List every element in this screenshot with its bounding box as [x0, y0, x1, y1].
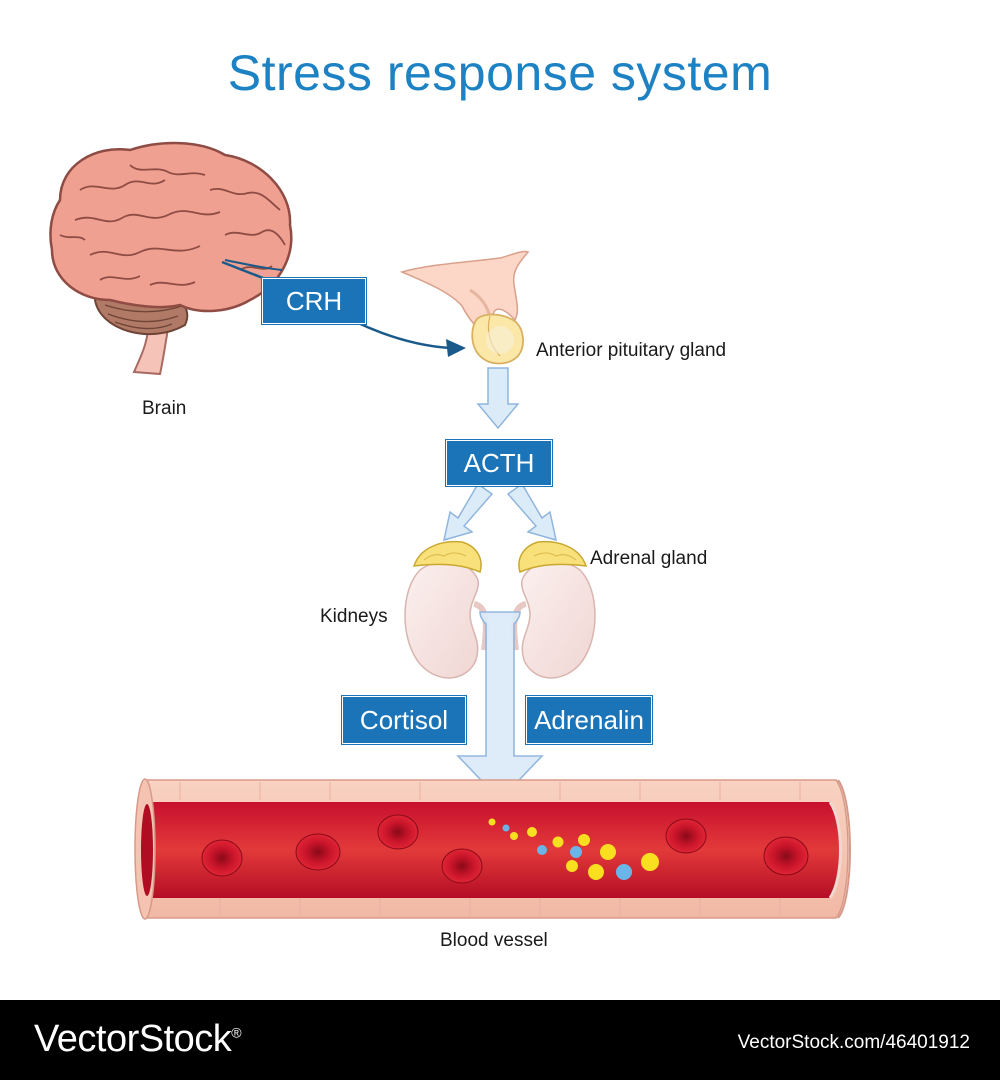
- label-brain: Brain: [142, 398, 187, 419]
- diagram-canvas: [49, 141, 851, 920]
- watermark-brand: VectorStock®: [34, 1018, 242, 1060]
- hormone-cortisol-box: Cortisol: [342, 696, 466, 744]
- label-anterior-pituitary: Anterior pituitary gland: [536, 340, 727, 361]
- watermark-url: VectorStock.com/46401912: [737, 1032, 970, 1053]
- hormone-crh-box: CRH: [262, 278, 366, 324]
- hormone-acth-box: ACTH: [446, 440, 552, 486]
- label-kidneys: Kidneys: [320, 606, 388, 627]
- label-adrenal-gland: Adrenal gland: [590, 548, 708, 569]
- diagram-title: Stress response system: [227, 45, 773, 101]
- kidney-icon: [404, 560, 596, 679]
- blood-vessel-icon: [134, 778, 851, 920]
- adrenal-gland-icon: [412, 540, 588, 574]
- watermark-bar: VectorStock® VectorStock.com/46401912: [0, 1000, 1000, 1080]
- hormone-particles: [488, 818, 659, 880]
- hormone-adrenalin-box: Adrenalin: [526, 696, 652, 744]
- diagram: Stress response system: [49, 45, 851, 951]
- pituitary-gland-icon: [399, 250, 530, 365]
- label-blood-vessel: Blood vessel: [440, 930, 548, 951]
- red-blood-cell-icon: [201, 814, 809, 884]
- brain-icon: [49, 141, 293, 376]
